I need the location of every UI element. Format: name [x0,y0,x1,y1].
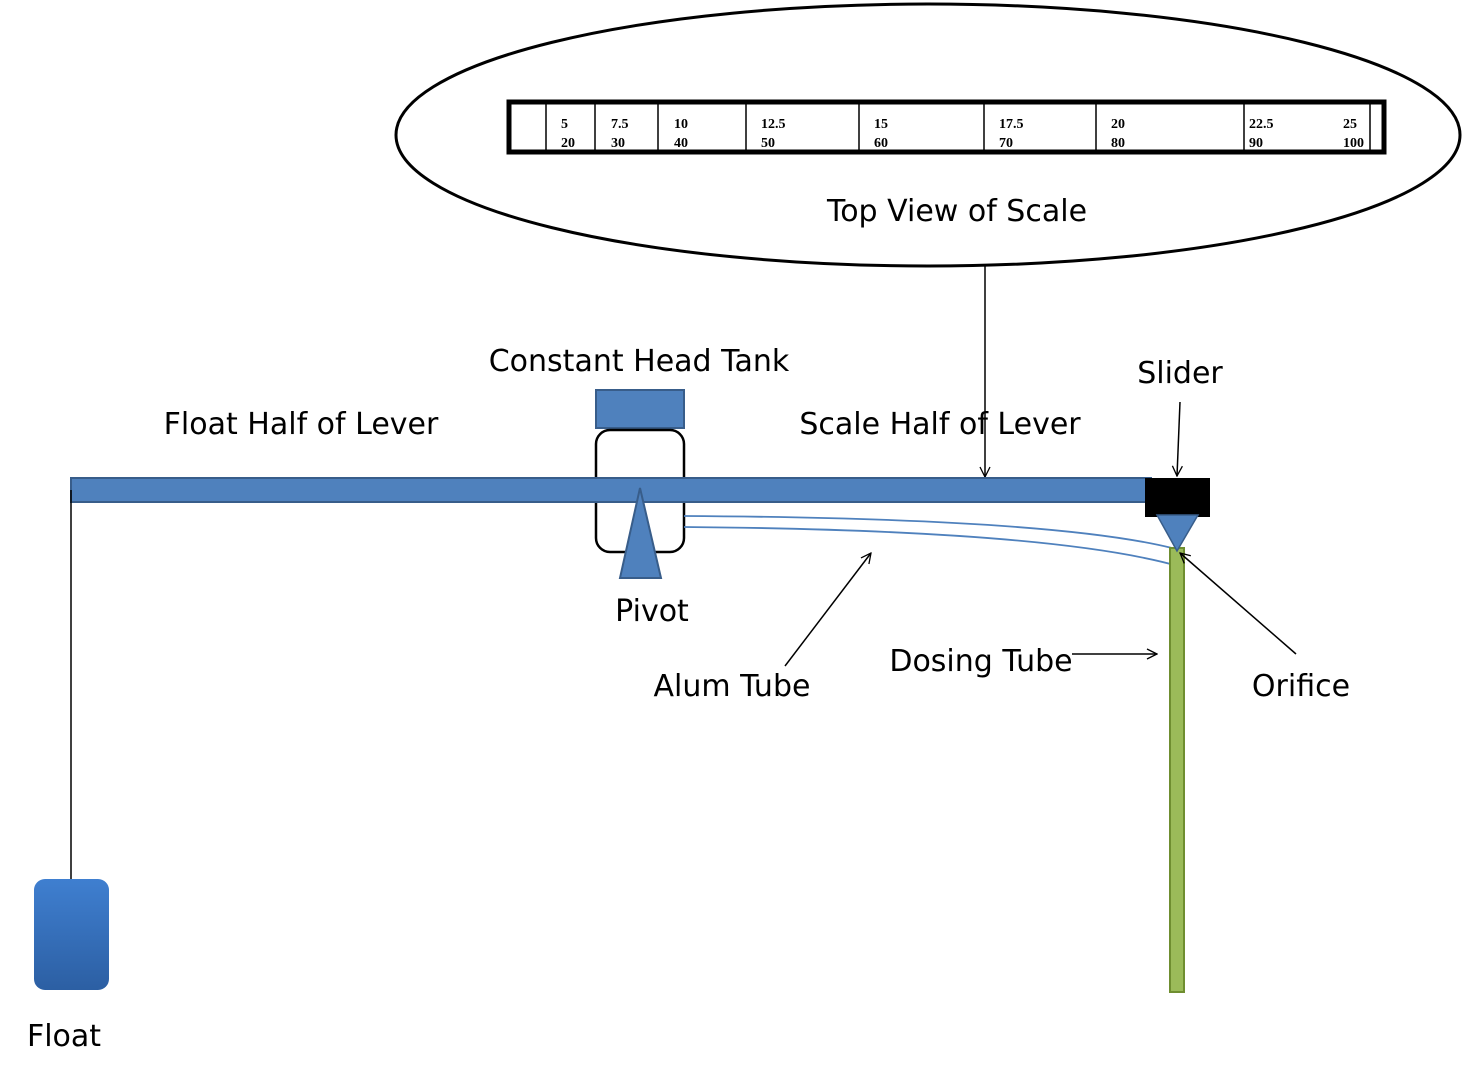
alum-tube-upper [683,515,1173,549]
scale-tick-top-label: 5 [561,117,568,132]
scale-tick-bottom-label: 60 [874,136,888,151]
scale-tick-bottom-label: 90 [1249,136,1263,151]
scale-tick-top-label: 15 [874,117,888,132]
scale-tick-bottom-label: 20 [561,136,575,151]
scale-tick-top-label: 12.5 [761,117,786,132]
scale-tick-top-label: 7.5 [611,117,629,132]
scale-tick-top-label: 25 [1343,117,1357,132]
constant-head-tank-label: Constant Head Tank [489,344,790,379]
scale-tick-bottom-label: 50 [761,136,775,151]
scale-tick-bottom-label: 70 [999,136,1013,151]
pivot-triangle [618,487,663,579]
alum-tube-arrow [784,553,871,667]
scale-strip-border [506,99,1387,155]
scale-tick-top-label: 20 [1111,117,1125,132]
orifice-label: Orifice [1252,669,1350,704]
orifice-arrow [1180,553,1297,655]
scale-half-label: Scale Half of Lever [799,407,1081,442]
scale-strip: 5 20 7.5 30 10 40 12.5 50 15 60 17.5 70 20 80 22.5 90 25… [506,99,1387,155]
pivot-label: Pivot [615,594,689,629]
float-half-label: Float Half of Lever [164,407,439,442]
alum-tube-label: Alum Tube [654,669,811,704]
slider-arrow [1177,401,1180,476]
scale-tick-top-label: 17.5 [999,117,1024,132]
float-body [34,879,109,990]
scale-ticks: 5 20 7.5 30 10 40 12.5 50 15 60 17.5 70 20 80 22.5 90 25… [561,117,1364,151]
slider-block [1145,478,1210,517]
scale-tick-bottom-label: 100 [1343,136,1364,151]
dosing-tube [1169,547,1185,993]
orifice-funnel [1155,514,1200,553]
scale-tick-bottom-label: 40 [674,136,688,151]
slider-label: Slider [1137,356,1223,391]
alum-tube-lower [683,526,1179,567]
dosing-tube-label: Dosing Tube [889,644,1072,679]
scale-tick-bottom-label: 30 [611,136,625,151]
float-label: Float [27,1019,101,1054]
top-view-label: Top View of Scale [826,194,1087,229]
scale-tick-top-label: 22.5 [1249,117,1274,132]
lever-bar [70,477,1152,503]
scale-tick-top-label: 10 [674,117,688,132]
scale-dividers [545,104,1371,150]
top-view-callout [394,2,1462,268]
constant-head-tank-lid [595,389,685,429]
scale-tick-bottom-label: 80 [1111,136,1125,151]
